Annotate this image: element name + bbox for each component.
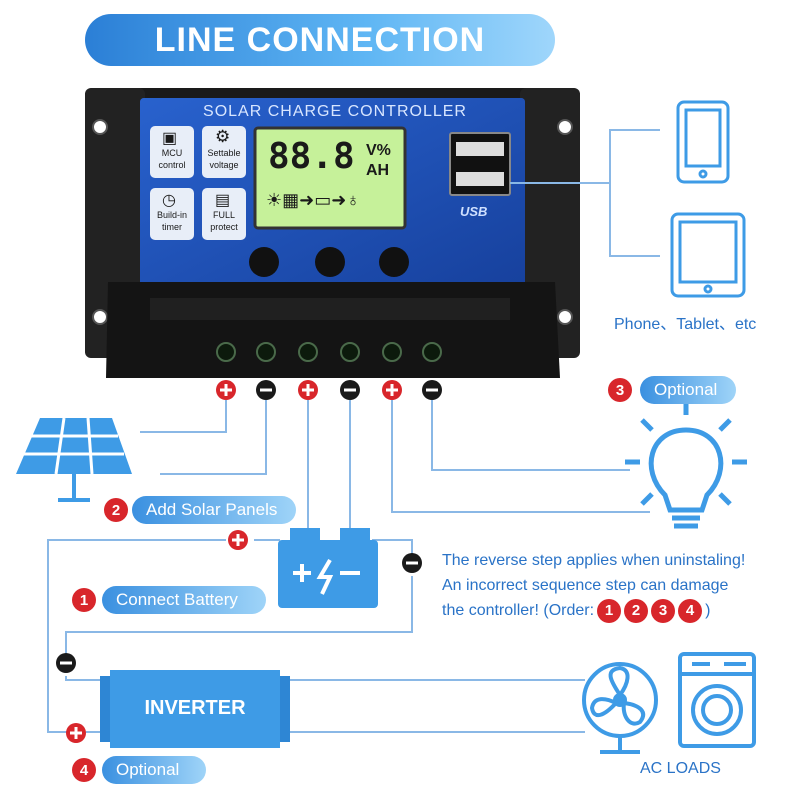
step-4-badge: 4 [72, 758, 96, 782]
lcd-unit-bottom: AH [366, 162, 390, 179]
ac-loads-label: AC LOADS [640, 760, 721, 777]
feature-label: protect [210, 222, 238, 232]
warning-line-2: An incorrect sequence step can damage [442, 577, 729, 594]
lcd-status-icons: ☀▦➜▭➜♁ [266, 190, 360, 210]
order-badge: 2 [624, 598, 649, 623]
step-2-badge: 2 [104, 498, 128, 522]
washing-machine-icon [678, 652, 756, 748]
step-2-pill: Add Solar Panels [132, 496, 296, 524]
feature-label: Settable [207, 148, 241, 158]
page-title: LINE CONNECTION [154, 20, 486, 59]
feature-label: MCU [161, 148, 183, 158]
tablet-icon [670, 212, 746, 298]
lcd-unit-top: V% [366, 142, 391, 159]
inverter-label: INVERTER [144, 697, 246, 719]
inverter-box [100, 670, 290, 748]
step-4-pill: Optional [102, 756, 206, 784]
lock-icon: ▤ [215, 192, 231, 209]
order-badge: 3 [651, 598, 676, 623]
step-1-badge: 1 [72, 588, 96, 612]
solar-panel-icon [16, 417, 132, 502]
feature-label: FULL [212, 210, 235, 220]
feature-label: control [158, 160, 186, 170]
devices-label: Phone、Tablet、etc [614, 316, 757, 333]
warning-text: the controller! (Order: [442, 602, 595, 619]
warning-line-1: The reverse step applies when uninstalin… [442, 552, 746, 569]
clock-icon: ◷ [162, 192, 176, 209]
wires [47, 129, 660, 733]
controller-header: SOLAR CHARGE CONTROLLER [203, 103, 467, 120]
chip-icon: ▣ [162, 130, 178, 147]
step-3-badge: 3 [608, 378, 632, 402]
solar-charge-controller [85, 88, 580, 378]
usb-label: USB [460, 204, 488, 219]
terminals [216, 342, 442, 362]
order-badge: 4 [678, 598, 703, 623]
fan-icon [582, 662, 658, 754]
title-banner: LINE CONNECTION [85, 14, 555, 66]
feature-label: Build-in [156, 210, 187, 220]
warning-line-3: the controller! (Order: 1 2 3 4 ) [442, 598, 710, 623]
lcd-readout: 88.8 [268, 136, 355, 177]
step-3-pill: Optional [640, 376, 736, 404]
order-badge: 1 [597, 598, 622, 623]
feature-label: timer [162, 222, 182, 232]
light-bulb-icon [625, 400, 747, 529]
gear-icon: ⚙ [215, 127, 231, 146]
warning-close: ) [705, 602, 711, 619]
feature-label: voltage [209, 160, 239, 170]
battery-icon [278, 528, 378, 608]
polarity-markers [56, 380, 442, 743]
phone-icon [676, 100, 730, 184]
step-1-pill: Connect Battery [102, 586, 266, 614]
